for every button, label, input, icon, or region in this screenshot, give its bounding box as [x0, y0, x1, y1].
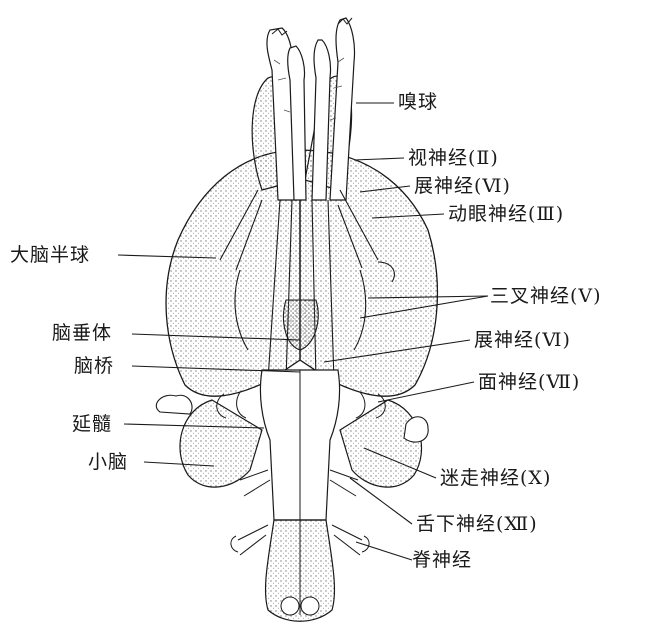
label-facial-nerve: 面神经(Ⅶ)	[478, 371, 580, 393]
spinal-cord-shape	[266, 520, 335, 621]
label-spinal-nerve: 脊神经	[412, 549, 472, 571]
label-oculomotor-nerve: 动眼神经(Ⅲ)	[448, 203, 564, 225]
label-medulla: 延髓	[72, 413, 112, 435]
label-cerebellum: 小脑	[88, 451, 128, 473]
label-pituitary: 脑垂体	[52, 322, 112, 344]
label-optic-nerve: 视神经(Ⅱ)	[408, 147, 499, 169]
label-vagus-nerve: 迷走神经(Ⅹ)	[440, 467, 551, 489]
label-pons: 脑桥	[74, 355, 114, 377]
label-olfactory-bulb: 嗅球	[398, 91, 438, 113]
label-abducens-nerve-lower: 展神经(Ⅵ)	[474, 329, 571, 351]
label-abducens-nerve-upper: 展神经(Ⅵ)	[414, 175, 511, 197]
label-hypoglossal-nerve: 舌下神经(Ⅻ)	[416, 513, 538, 535]
label-cerebral-hemisphere: 大脑半球	[10, 244, 90, 266]
label-trigeminal-nerve: 三叉神经(Ⅴ)	[490, 285, 602, 307]
